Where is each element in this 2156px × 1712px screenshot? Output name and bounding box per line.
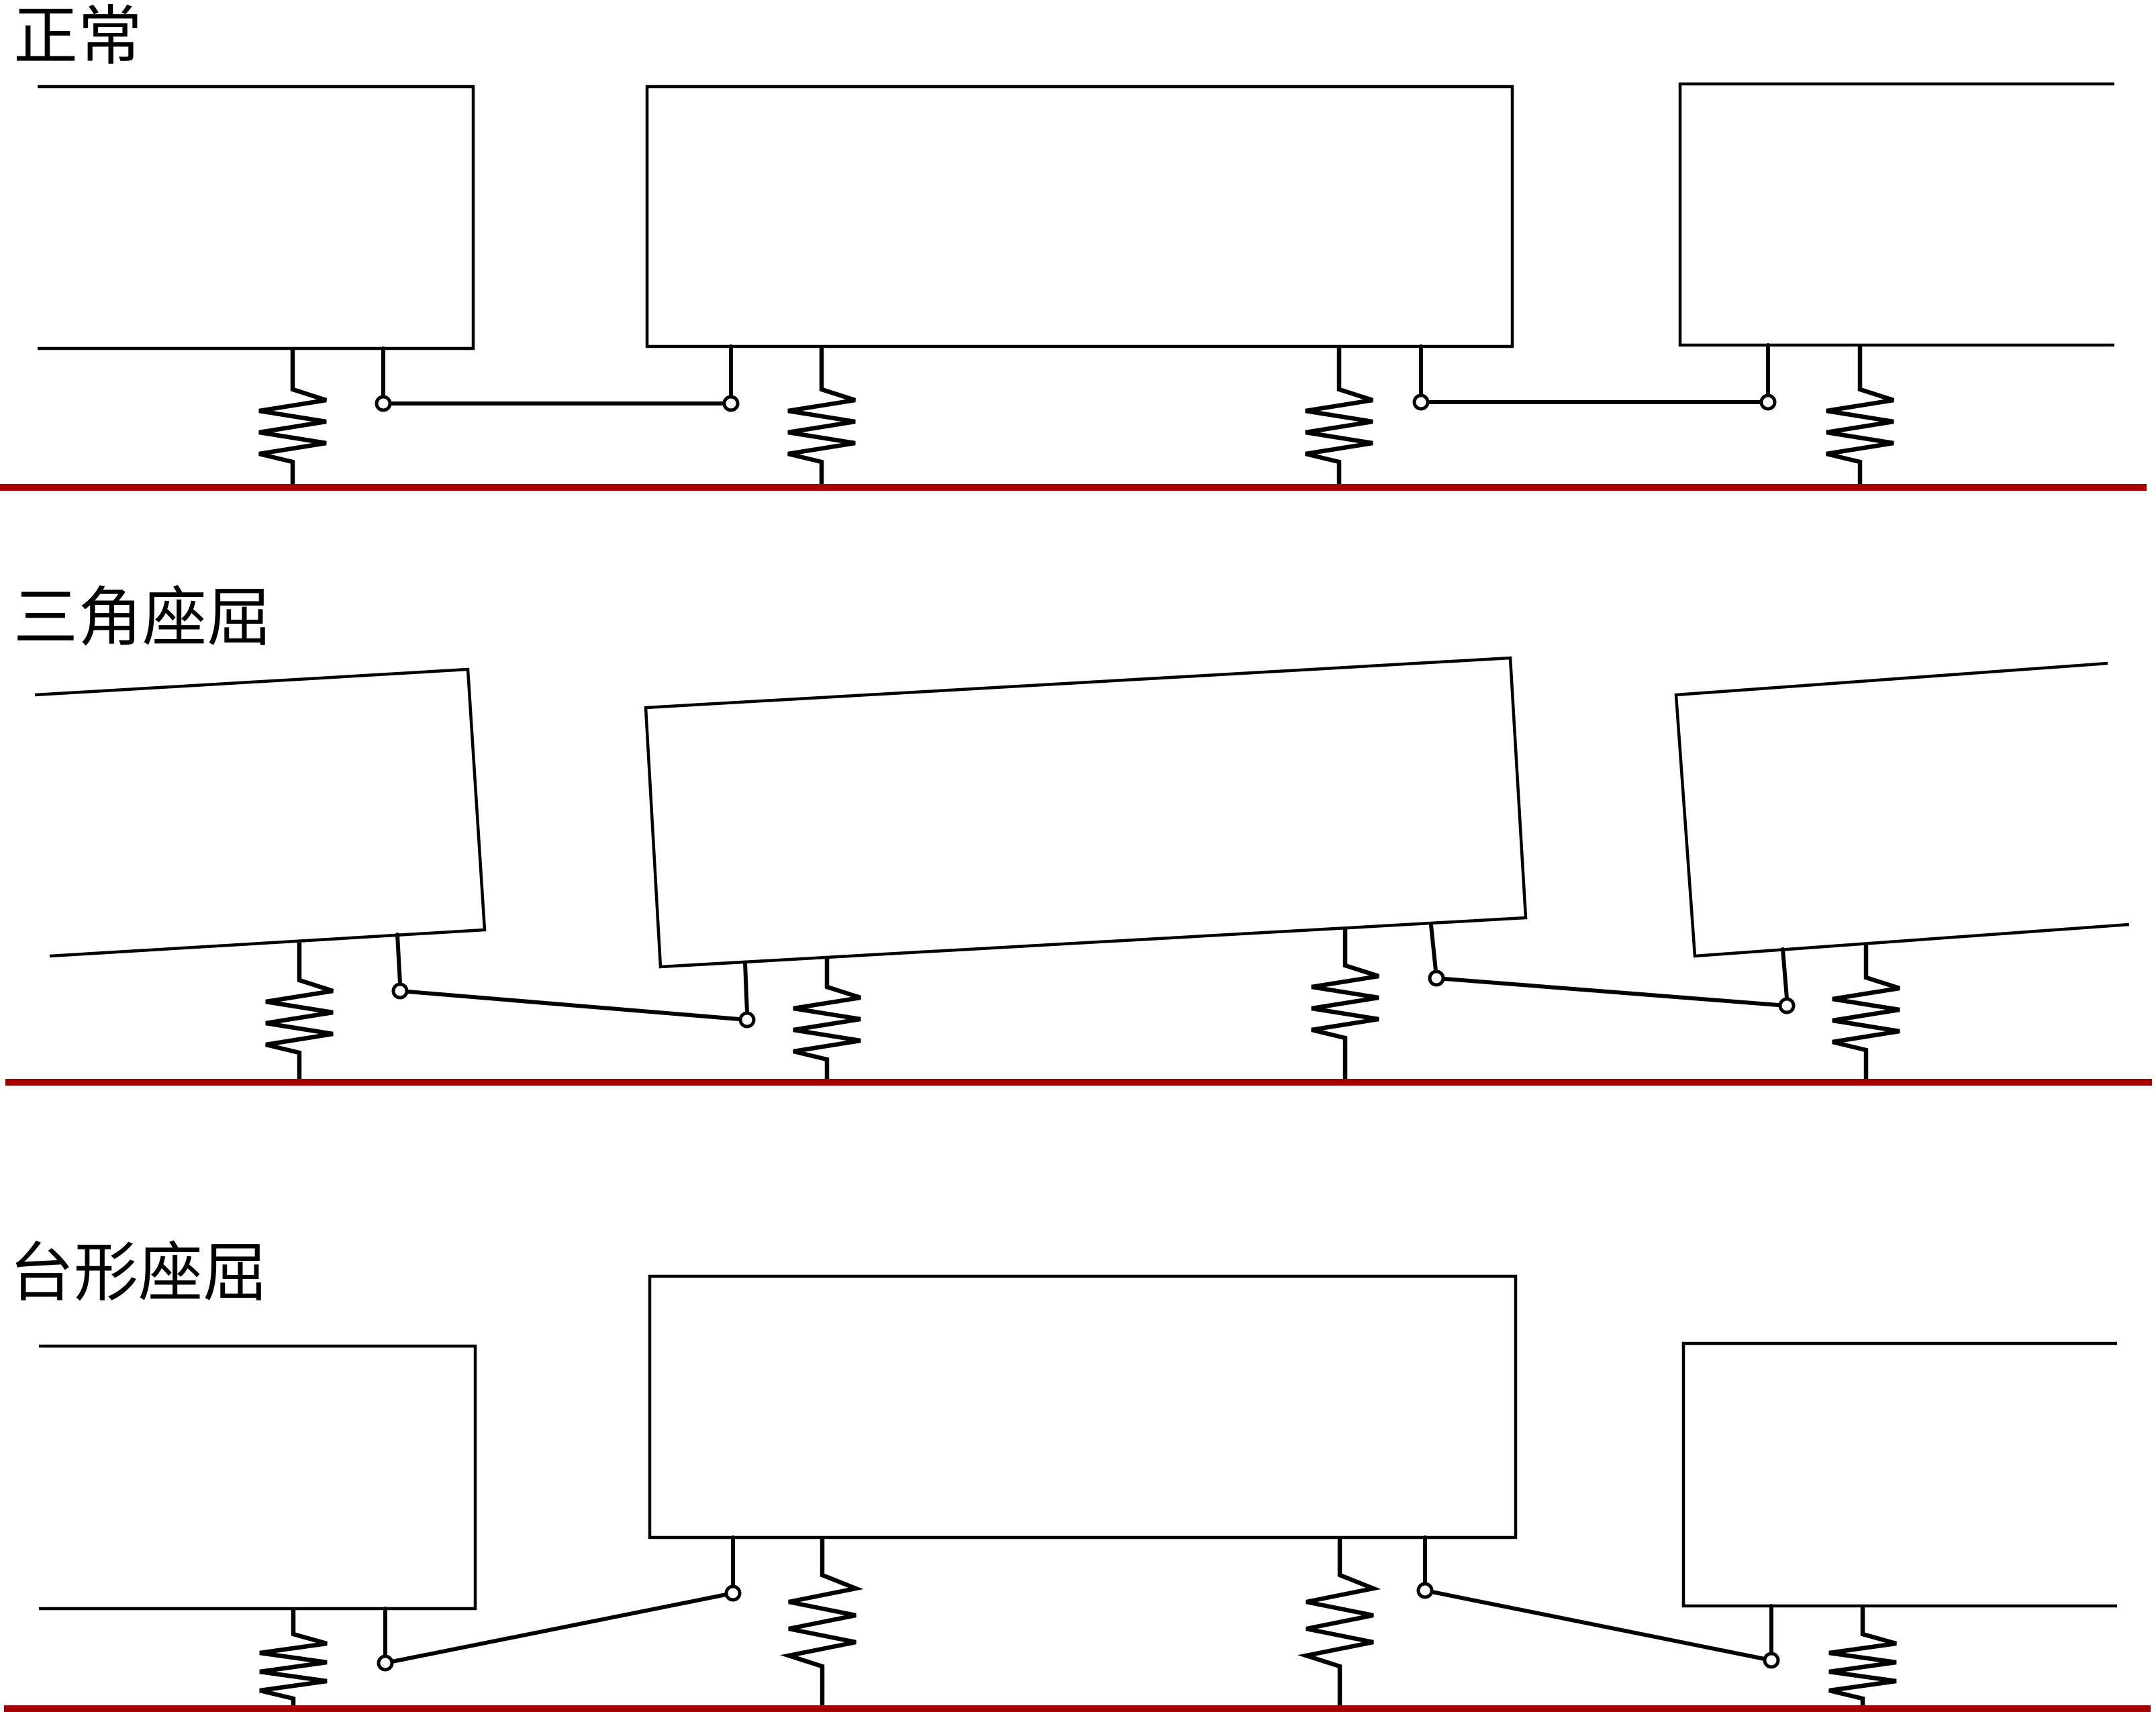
- spring: [1297, 1537, 1381, 1712]
- coupler-drop: [743, 961, 749, 1014]
- row-triangular-buckling: [5, 656, 2152, 1086]
- car-left: [34, 667, 487, 958]
- car-left: [38, 85, 475, 350]
- coupler-joint: [1428, 969, 1445, 987]
- car-right: [1678, 82, 2114, 347]
- coupler-joint: [1778, 997, 1796, 1014]
- spring: [1826, 345, 1894, 486]
- car-middle: [644, 656, 1528, 969]
- coupler-joint: [1412, 393, 1430, 411]
- car-middle: [645, 85, 1514, 348]
- coupler-joint: [391, 982, 409, 1000]
- coupler-joint: [1763, 1652, 1780, 1669]
- car-right: [1674, 661, 2130, 958]
- spring: [1832, 943, 1900, 1081]
- coupler-drop: [1781, 947, 1789, 1000]
- car-middle: [648, 1274, 1518, 1539]
- spring: [1305, 346, 1373, 486]
- spring: [780, 1537, 864, 1712]
- row-normal: [0, 82, 2147, 491]
- coupler-joint: [738, 1011, 756, 1029]
- coupler-joint: [722, 395, 740, 412]
- coupler-link: [398, 989, 749, 1022]
- spring: [793, 959, 861, 1081]
- label-triangular-buckling: 三角座屈: [13, 580, 271, 655]
- spring: [265, 943, 334, 1081]
- coupler-joint: [1759, 393, 1777, 411]
- coupler-drop: [395, 933, 402, 986]
- coupler-joint: [375, 395, 392, 412]
- coupler-link: [1423, 1588, 1773, 1662]
- spring: [787, 346, 856, 486]
- car-right: [1681, 1341, 2117, 1608]
- coupler-joint: [1416, 1582, 1434, 1599]
- label-normal: 正常: [13, 0, 142, 74]
- coupler-drop: [1429, 923, 1438, 973]
- coupler-link: [383, 1591, 735, 1665]
- spring: [1311, 929, 1379, 1081]
- spring: [259, 1609, 328, 1712]
- spring: [1828, 1606, 1897, 1712]
- label-trapezoidal-buckling: 台形座屈: [9, 1235, 267, 1311]
- spring: [258, 348, 327, 486]
- coupler-joint: [377, 1654, 394, 1672]
- car-left: [39, 1344, 477, 1611]
- row-trapezoidal-buckling: [4, 1274, 2151, 1712]
- coupler-link: [1434, 976, 1789, 1008]
- coupler-joint: [724, 1584, 742, 1602]
